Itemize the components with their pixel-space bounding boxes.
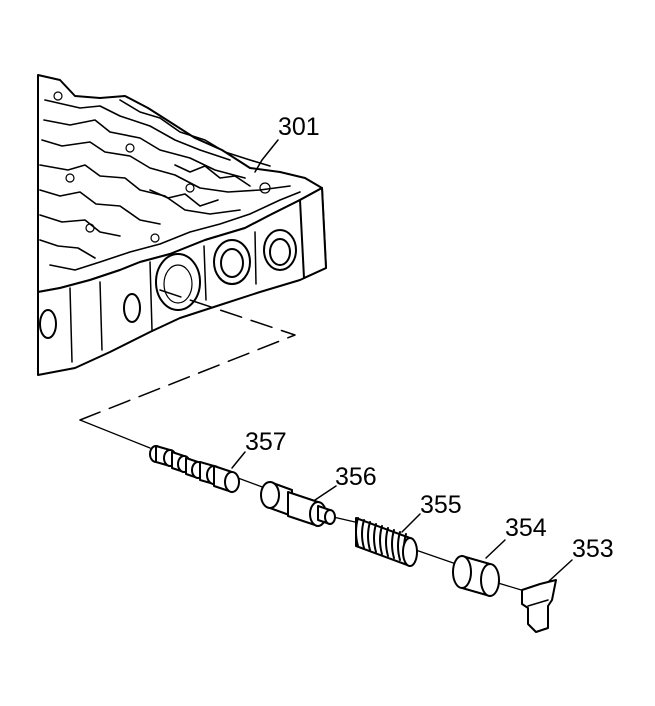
- callout-355: 355: [420, 491, 462, 519]
- callout-354: 354: [505, 514, 547, 542]
- callout-labels: 301 357 356 355 354 353: [245, 113, 614, 563]
- leader-lines: [231, 139, 573, 583]
- callout-301: 301: [278, 113, 320, 141]
- assembly-centerline: [79, 289, 529, 593]
- retainer-353: [521, 579, 557, 633]
- spring-355: [355, 517, 418, 567]
- valve-357: [149, 445, 240, 493]
- callout-353: 353: [572, 535, 614, 563]
- valve-body-301: [37, 74, 327, 376]
- sleeve-356: [260, 481, 336, 527]
- callout-356: 356: [335, 463, 377, 491]
- callout-357: 357: [245, 428, 287, 456]
- plug-354: [452, 555, 500, 597]
